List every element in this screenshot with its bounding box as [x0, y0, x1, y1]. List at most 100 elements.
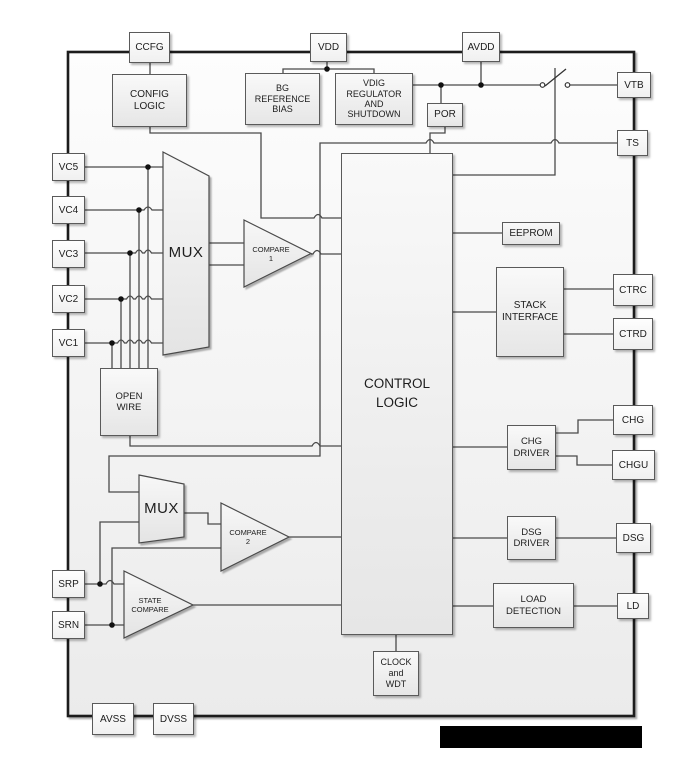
switch-blade	[544, 68, 567, 87]
wire-vc1	[84, 339, 163, 344]
block-eeprom: EEPROM	[502, 222, 560, 245]
pin-srp: SRP	[52, 570, 85, 598]
compare2-label: COMPARE 2	[219, 520, 277, 554]
pin-ctrc-label: CTRC	[619, 284, 647, 296]
junction-dot	[438, 82, 444, 88]
junction-dot	[127, 250, 133, 256]
block-stack-interface-label: STACK INTERFACE	[501, 300, 559, 323]
block-chg-driver: CHG DRIVER	[507, 425, 556, 470]
pin-vtb-label: VTB	[624, 79, 644, 91]
wire-srp-mux2	[99, 521, 139, 584]
state-compare-shape	[123, 570, 195, 639]
block-config-logic: CONFIG LOGIC	[112, 74, 187, 127]
block-config-logic-label: CONFIG LOGIC	[130, 88, 169, 112]
block-por-label: POR	[434, 109, 456, 120]
pin-dvss: DVSS	[153, 703, 194, 735]
block-vdig-regulator-label: VDIG REGULATOR AND SHUTDOWN	[346, 78, 402, 120]
wire-srp	[84, 579, 124, 585]
block-clock-wdt: CLOCK and WDT	[373, 651, 419, 696]
wire-config-control	[149, 127, 341, 219]
wire-vc3	[84, 249, 163, 254]
junction-dot	[478, 82, 484, 88]
compare1-text: COMPARE 1	[252, 245, 290, 263]
pin-srn: SRN	[52, 611, 85, 639]
pin-vc1: VC1	[52, 329, 85, 357]
pin-srp-label: SRP	[58, 578, 79, 590]
mux-lower-label: MUX	[139, 496, 184, 522]
block-control-logic-label: CONTROL LOGIC	[363, 376, 430, 410]
block-stack-interface: STACK INTERFACE	[496, 267, 564, 357]
pin-vc2: VC2	[52, 285, 85, 313]
pin-ld: LD	[617, 593, 649, 619]
mux-upper-shape	[162, 151, 210, 356]
pin-dsg: DSG	[616, 523, 651, 553]
redacted-brand-bar	[440, 726, 642, 748]
pin-vc4-label: VC4	[58, 204, 79, 216]
pin-vc3-label: VC3	[58, 248, 79, 260]
pin-vc1-label: VC1	[58, 337, 79, 349]
compare2-shape	[220, 502, 291, 572]
wire-chgu-out	[556, 455, 613, 466]
pin-chg: CHG	[613, 405, 653, 435]
compare2-text: COMPARE 2	[229, 528, 267, 546]
block-dsg-driver-label: DSG DRIVER	[513, 526, 550, 549]
pin-vdd-label: VDD	[317, 42, 340, 53]
pin-chgu: CHGU	[612, 450, 655, 480]
junction-dot	[109, 340, 115, 346]
wire-por-control	[429, 127, 446, 154]
power-switch	[539, 68, 571, 88]
mux-lower-shape	[138, 474, 185, 544]
pin-avdd-label: AVDD	[467, 41, 495, 53]
pin-vtb: VTB	[617, 72, 651, 98]
pin-ctrd: CTRD	[613, 318, 653, 350]
pin-vc4: VC4	[52, 196, 85, 224]
block-bg-reference-bias: BG REFERENCE BIAS	[245, 73, 320, 125]
pin-srn-label: SRN	[57, 619, 80, 631]
mux-upper-label: MUX	[163, 240, 209, 266]
pin-vdd: VDD	[310, 33, 347, 62]
pin-ccfg-label: CCFG	[135, 42, 164, 53]
junction-dot	[118, 296, 124, 302]
block-control-logic: CONTROL LOGIC	[341, 153, 453, 635]
junction-dots	[97, 66, 484, 628]
wire-srn-compare2	[111, 547, 221, 625]
pin-chg-label: CHG	[621, 414, 645, 426]
compare1-shape	[243, 219, 313, 288]
state-compare-text: STATE COMPARE	[131, 596, 169, 614]
pin-avss-label: AVSS	[100, 713, 126, 725]
wire-compare1-out	[311, 249, 341, 255]
wire-openwire-control	[129, 436, 341, 447]
block-chg-driver-label: CHG DRIVER	[513, 436, 550, 459]
pin-vc3: VC3	[52, 240, 85, 268]
switch-contact-right	[564, 82, 571, 88]
wire-group	[84, 62, 617, 651]
pin-avss: AVSS	[92, 703, 134, 735]
block-bg-reference-bias-label: BG REFERENCE BIAS	[254, 82, 311, 115]
block-open-wire-label: OPEN WIRE	[115, 390, 143, 413]
block-clock-wdt-label: CLOCK and WDT	[380, 656, 412, 690]
pin-dvss-label: DVSS	[159, 713, 188, 725]
pin-vc5: VC5	[52, 153, 85, 181]
block-dsg-driver: DSG DRIVER	[507, 516, 556, 560]
junction-dot	[324, 66, 330, 72]
junction-dot	[145, 164, 151, 170]
wire-chg-out	[556, 419, 613, 434]
block-open-wire: OPEN WIRE	[100, 368, 158, 436]
wire-ts-mux	[108, 138, 617, 493]
junction-dot	[109, 622, 115, 628]
mux-lower-text: MUX	[144, 500, 179, 517]
compare1-label: COMPARE 1	[242, 237, 300, 271]
wire-mux2-compare2	[184, 512, 221, 525]
state-compare-label: STATE COMPARE	[122, 588, 178, 622]
junction-dot	[97, 581, 103, 587]
block-por: POR	[427, 103, 463, 127]
pin-ts: TS	[617, 130, 648, 156]
pin-chgu-label: CHGU	[618, 459, 649, 471]
pin-vc2-label: VC2	[58, 293, 79, 305]
block-vdig-regulator: VDIG REGULATOR AND SHUTDOWN	[335, 73, 413, 125]
block-eeprom-label: EEPROM	[509, 227, 553, 239]
pin-dsg-label: DSG	[622, 532, 645, 544]
pin-ctrd-label: CTRD	[619, 328, 647, 340]
block-load-detection-label: LOAD DETECTION	[506, 594, 561, 617]
